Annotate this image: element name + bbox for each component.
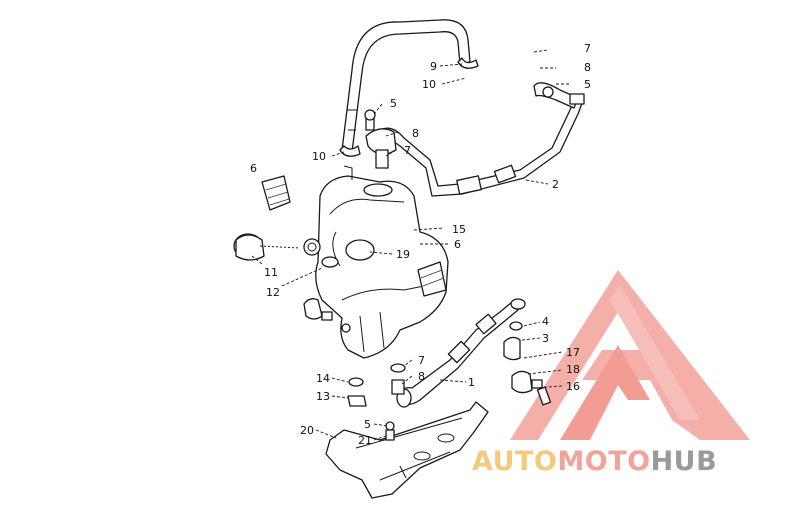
callout-16: 16: [566, 380, 580, 393]
hose-clamp-lower: [339, 145, 361, 157]
callout-9: 9: [430, 60, 437, 73]
watermark: AUTOMOTOHUB: [472, 446, 717, 477]
svg-text:AUTOMOTOHUB: AUTOMOTOHUB: [472, 446, 717, 477]
callout-6-right: 6: [454, 238, 461, 251]
watermark-hub: HUB: [651, 446, 718, 477]
callout-5-upper: 5: [390, 97, 397, 110]
callout-12: 12: [266, 286, 280, 299]
callout-8-lower: 8: [418, 370, 425, 383]
fuel-line-lower: [396, 301, 519, 408]
callout-3: 3: [542, 332, 549, 345]
callout-6-left: 6: [250, 162, 257, 175]
tank-bracket: [325, 401, 489, 499]
watermark-moto: MOTO: [557, 446, 650, 477]
vent-hose: [341, 19, 471, 153]
decal-left: [261, 175, 291, 211]
watermark-logo-icon: [510, 270, 750, 440]
callout-7-lower: 7: [418, 354, 425, 367]
callout-18: 18: [566, 363, 580, 376]
callout-13: 13: [316, 390, 330, 403]
fuel-tank: [315, 165, 449, 359]
grommet: [321, 256, 339, 268]
callout-15: 15: [452, 223, 466, 236]
fuel-line-upper: [379, 82, 585, 197]
callout-19: 19: [396, 248, 410, 261]
callout-8-upper: 8: [412, 127, 419, 140]
callout-8-top-right: 8: [584, 61, 591, 74]
mount-bolt-left: [303, 298, 351, 333]
callout-1: 1: [468, 376, 475, 389]
callout-14: 14: [316, 372, 330, 385]
callout-20: 20: [300, 424, 314, 437]
callout-4: 4: [542, 315, 549, 328]
callout-5-top-right: 5: [584, 78, 591, 91]
callout-10-top: 10: [422, 78, 436, 91]
watermark-auto: AUTO: [472, 446, 557, 477]
center-hardware: [347, 363, 406, 407]
callout-10-left: 10: [312, 150, 326, 163]
callout-5-lower: 5: [364, 418, 371, 431]
decal-right: [417, 261, 447, 297]
callout-2: 2: [552, 178, 559, 191]
callout-17: 17: [566, 346, 580, 359]
filler-neck-fitting: [364, 109, 397, 169]
callout-labels: 7 8 5 9 10 5 8 7 10 2 6 15 6 19 11 12 4 …: [250, 42, 591, 447]
callout-7-top-right: 7: [584, 42, 591, 55]
callout-7-upper: 7: [404, 144, 411, 157]
callout-21: 21: [358, 434, 372, 447]
leader-lines: [251, 49, 570, 441]
callout-11: 11: [264, 266, 278, 279]
fuel-cap: [233, 233, 321, 261]
hose-clamp-upper: [457, 57, 479, 69]
